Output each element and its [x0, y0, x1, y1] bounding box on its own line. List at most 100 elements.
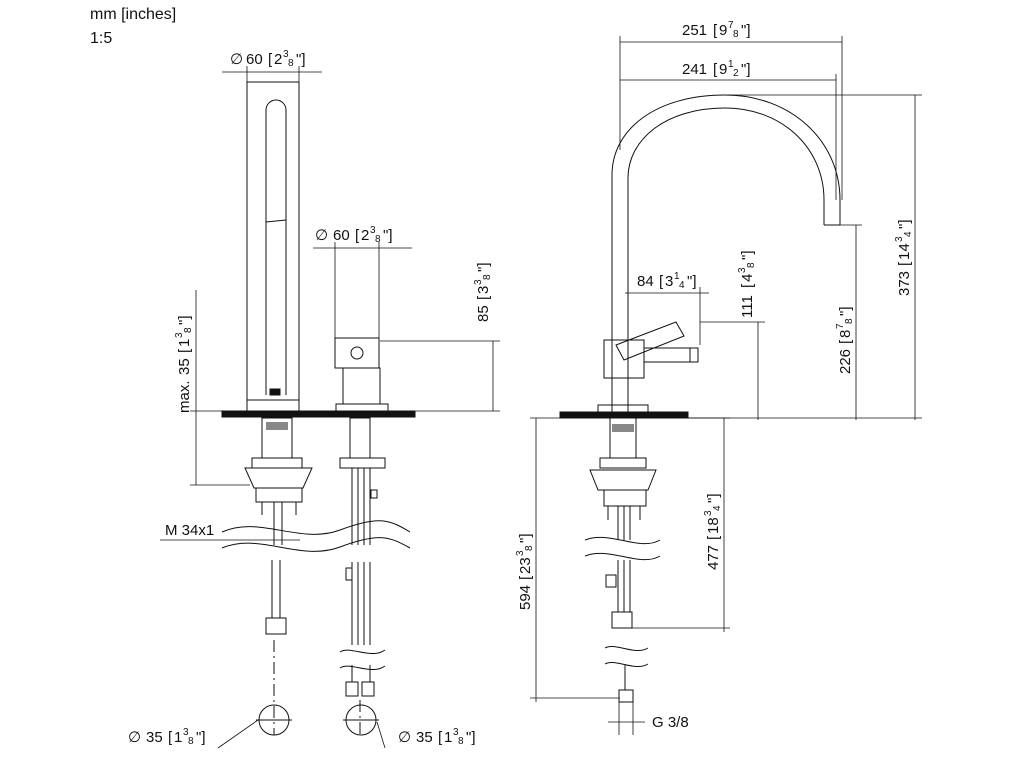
svg-text:[: [	[355, 227, 360, 244]
svg-text:"]: "]	[466, 729, 476, 746]
svg-text:"]: "]	[741, 22, 751, 39]
svg-text:"]: "]	[705, 494, 722, 504]
svg-text:3: 3	[453, 727, 459, 738]
svg-text:max.: max.	[176, 380, 193, 413]
svg-text:[: [	[659, 273, 664, 290]
svg-text:84: 84	[637, 273, 654, 290]
svg-text:4: 4	[903, 231, 914, 237]
svg-text:"]: "]	[837, 307, 854, 317]
svg-text:8: 8	[375, 234, 381, 245]
svg-text:∅: ∅	[230, 51, 243, 68]
dim-width-251: 251 [ 9 7 8 "]	[682, 20, 751, 40]
svg-text:3: 3	[475, 286, 492, 294]
dim-diameter-35-left: ∅ 35 [ 1 3 8 "]	[128, 727, 206, 747]
svg-text:∅: ∅	[128, 729, 141, 746]
svg-text:3: 3	[665, 273, 673, 290]
svg-text:9: 9	[719, 22, 727, 39]
connection-label: G 3/8	[652, 714, 689, 731]
right-dimension-lines	[530, 36, 922, 735]
svg-text:"]: "]	[741, 61, 751, 78]
svg-text:[: [	[896, 261, 913, 266]
svg-text:3: 3	[515, 550, 526, 556]
countertop-right	[559, 411, 689, 419]
svg-text:"]: "]	[176, 316, 193, 326]
svg-text:60: 60	[333, 227, 350, 244]
svg-text:[: [	[176, 348, 193, 353]
svg-text:"]: "]	[475, 263, 492, 273]
svg-text:[: [	[517, 575, 534, 580]
svg-text:3: 3	[894, 236, 905, 242]
svg-text:60: 60	[246, 51, 263, 68]
svg-text:[: [	[438, 729, 443, 746]
dim-max-35: max. 35 [ 1 3 8 "]	[174, 316, 194, 414]
svg-text:2: 2	[274, 51, 282, 68]
thread-label: M 34x1	[165, 522, 214, 539]
svg-text:3: 3	[370, 225, 376, 236]
svg-text:1: 1	[176, 339, 193, 347]
svg-text:3: 3	[183, 727, 189, 738]
svg-text:"]: "]	[739, 251, 756, 261]
dim-height-226: 226 [ 8 7 8 "]	[835, 307, 855, 375]
svg-text:[: [	[713, 22, 718, 39]
svg-text:1: 1	[728, 59, 734, 70]
svg-text:8: 8	[482, 274, 493, 280]
lever-base	[603, 339, 645, 379]
svg-text:[: [	[837, 339, 854, 344]
left-assembly	[221, 81, 416, 736]
svg-text:7: 7	[728, 20, 734, 31]
svg-text:[: [	[475, 295, 492, 300]
svg-text:1: 1	[444, 729, 452, 746]
svg-text:[: [	[713, 61, 718, 78]
svg-text:8: 8	[188, 736, 194, 747]
svg-text:18: 18	[705, 517, 722, 534]
svg-text:35: 35	[416, 729, 433, 746]
svg-text:226: 226	[837, 349, 854, 374]
svg-text:"]: "]	[296, 51, 306, 68]
scale-label: 1:5	[90, 30, 113, 47]
svg-text:"]: "]	[517, 534, 534, 544]
svg-text:8: 8	[844, 318, 855, 324]
countertop	[221, 410, 416, 418]
dim-height-85: 85 [ 3 3 8 "]	[473, 263, 493, 323]
svg-text:[: [	[268, 51, 273, 68]
svg-text:8: 8	[524, 545, 535, 551]
svg-text:8: 8	[733, 29, 739, 40]
svg-text:14: 14	[896, 243, 913, 260]
spout-column	[246, 81, 300, 413]
svg-text:111: 111	[739, 295, 756, 318]
dim-height-373: 373 [ 14 3 4 "]	[894, 220, 914, 297]
svg-text:8: 8	[288, 58, 294, 69]
svg-text:"]: "]	[196, 729, 206, 746]
svg-text:8: 8	[183, 327, 194, 333]
svg-text:4: 4	[712, 505, 723, 511]
svg-text:[: [	[168, 729, 173, 746]
svg-text:3: 3	[174, 332, 185, 338]
dim-width-241: 241 [ 9 1 2 "]	[682, 59, 751, 79]
right-assembly	[559, 94, 841, 703]
dim-height-477: 477 [ 18 3 4 "]	[703, 494, 723, 571]
svg-text:2: 2	[733, 68, 739, 79]
svg-text:85: 85	[475, 305, 492, 322]
svg-text:9: 9	[719, 61, 727, 78]
dim-diameter-60-top: ∅ 60 [ 2 3 8 "]	[230, 49, 306, 69]
handle-knob	[334, 337, 380, 369]
dim-width-84: 84 [ 3 1 4 "]	[637, 271, 697, 291]
dim-diameter-60-handle: ∅ 60 [ 2 3 8 "]	[315, 225, 393, 245]
gooseneck-spout	[611, 94, 841, 412]
svg-text:∅: ∅	[315, 227, 328, 244]
svg-text:35: 35	[146, 729, 163, 746]
spout-outlet-slot	[265, 99, 287, 395]
svg-text:[: [	[705, 535, 722, 540]
svg-text:"]: "]	[896, 220, 913, 230]
svg-text:3: 3	[737, 267, 748, 273]
svg-text:241: 241	[682, 61, 707, 78]
svg-text:251: 251	[682, 22, 707, 39]
svg-text:373: 373	[896, 271, 913, 296]
svg-text:3: 3	[703, 510, 714, 516]
svg-text:4: 4	[679, 280, 685, 291]
svg-text:8: 8	[746, 262, 757, 268]
svg-text:8: 8	[837, 330, 854, 338]
svg-text:23: 23	[517, 557, 534, 574]
svg-text:477: 477	[705, 545, 722, 570]
